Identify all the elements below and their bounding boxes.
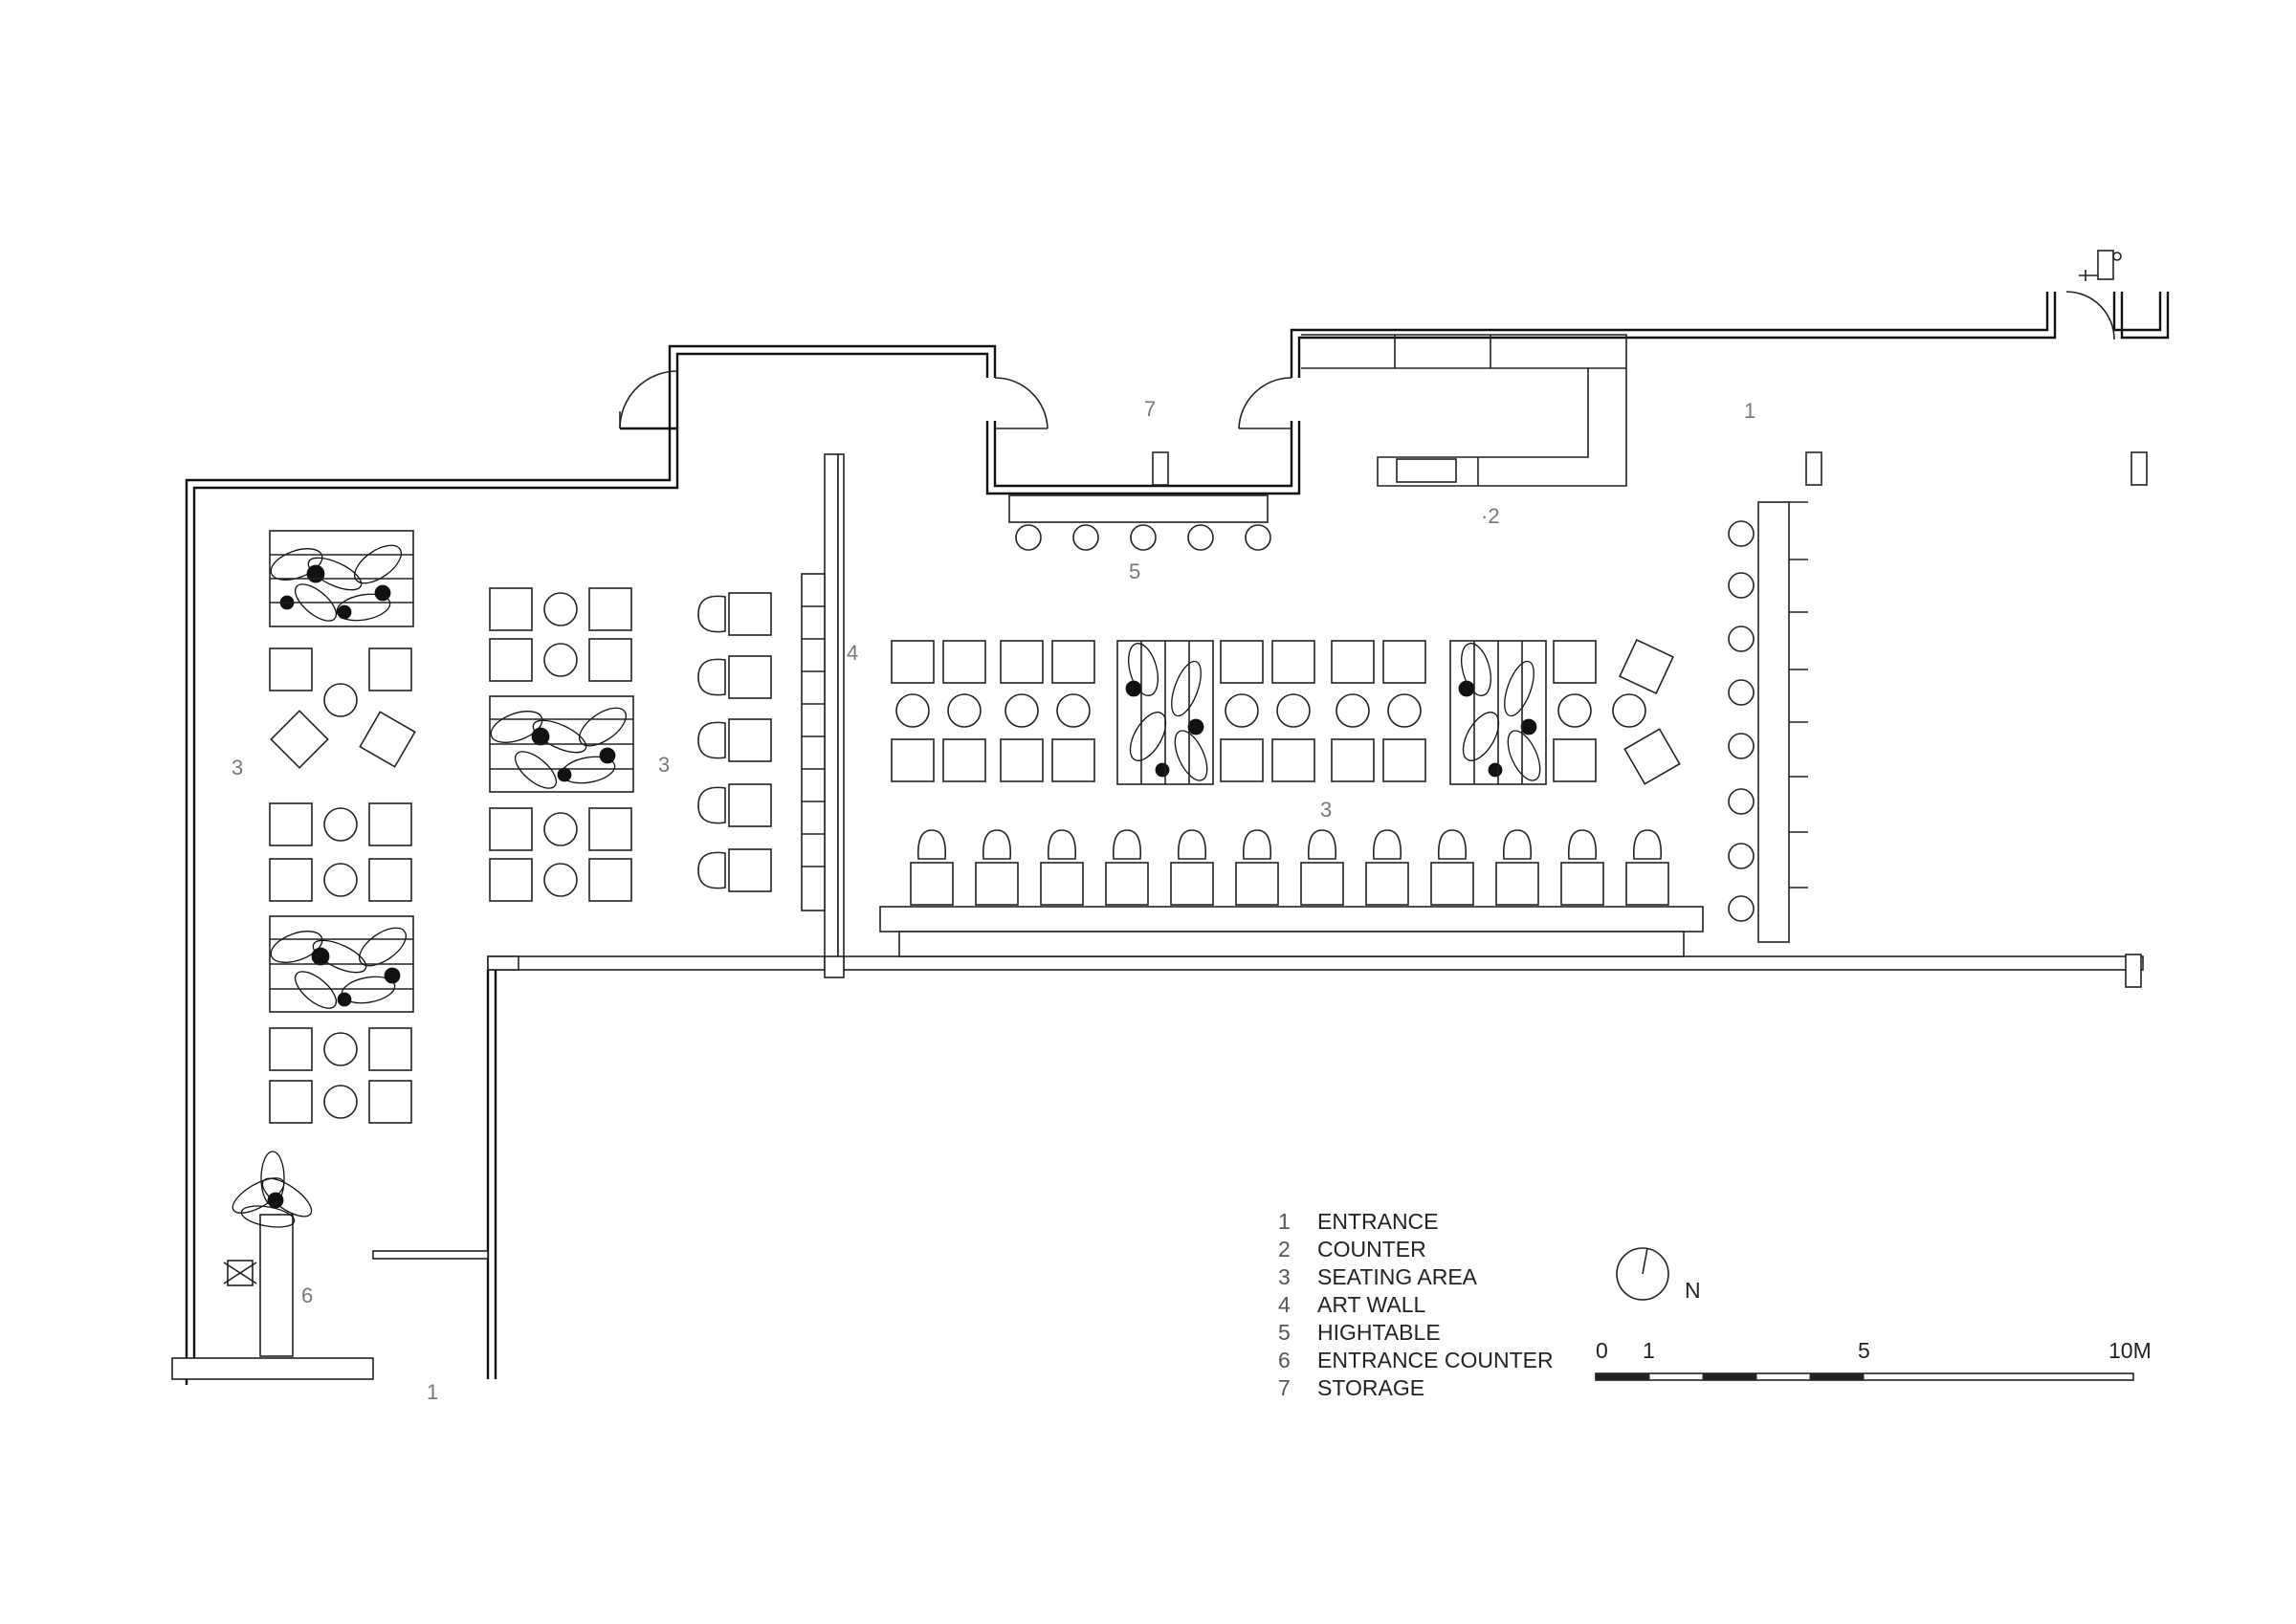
label-entrance-south: 1 [427, 1380, 438, 1404]
legend-num: 7 [1278, 1375, 1291, 1400]
hightable [1008, 494, 1271, 551]
legend-label: SEATING AREA [1317, 1264, 1478, 1289]
label-counter: ·2 [1481, 504, 1500, 528]
north-label: N [1685, 1278, 1701, 1303]
plant-entrance [232, 1151, 313, 1228]
mid-seating [489, 587, 632, 902]
legend-num: 3 [1278, 1264, 1291, 1289]
north-arrow: N [1616, 1247, 1701, 1303]
main-seating [891, 639, 1681, 785]
scale-tick-10m: 10M [2108, 1338, 2152, 1363]
legend-label: ENTRANCE COUNTER [1317, 1348, 1554, 1372]
art-wall-shelf [697, 573, 826, 911]
plan-labels: 1 1 ·2 3 3 3 4 5 6 7 [232, 397, 1755, 1404]
counter [1301, 334, 1627, 487]
label-storage: 7 [1144, 397, 1156, 421]
plant-box-5 [1449, 640, 1547, 785]
legend-label: ART WALL [1317, 1292, 1426, 1317]
bench-chairs [910, 829, 1669, 906]
legend-num: 1 [1278, 1209, 1291, 1234]
north-arrow-icon [1642, 1247, 1648, 1275]
label-seating-west: 3 [232, 756, 243, 779]
scale-tick-0: 0 [1596, 1338, 1608, 1363]
main-seating-tables-top [891, 639, 1674, 694]
label-entrance-east: 1 [1744, 399, 1755, 423]
main-seating-tables-bottom [891, 728, 1681, 785]
plant-box-3 [269, 915, 414, 1013]
legend-label: HIGHTABLE [1317, 1320, 1441, 1345]
legend-label: ENTRANCE [1317, 1209, 1439, 1234]
columns [1152, 451, 2148, 486]
legend-num: 6 [1278, 1348, 1291, 1372]
legend-label: STORAGE [1317, 1375, 1424, 1400]
legend-label: COUNTER [1317, 1237, 1426, 1262]
label-hightable: 5 [1129, 560, 1140, 583]
label-seating-main: 3 [1320, 798, 1332, 822]
legend-num: 5 [1278, 1320, 1291, 1345]
scale-tick-1: 1 [1643, 1338, 1655, 1363]
legend-num: 2 [1278, 1237, 1291, 1262]
main-seating-round-tables [895, 693, 1646, 728]
label-seating-mid: 3 [658, 753, 670, 777]
long-bench [879, 829, 1704, 957]
plant-box-1 [269, 530, 414, 627]
exterior-walls [171, 292, 2170, 1385]
label-entrance-counter: 6 [301, 1284, 313, 1307]
label-art-wall: 4 [847, 641, 858, 665]
east-bar [1728, 501, 1808, 943]
legend-num: 4 [1278, 1292, 1291, 1317]
entrance-counter [223, 1214, 294, 1357]
plant-box-4 [1116, 640, 1214, 785]
scale-bar: 0 1 5 10M [1595, 1338, 2152, 1381]
legend: 1 ENTRANCE 2 COUNTER 3 SEATING AREA 4 AR… [1278, 1209, 1554, 1400]
hightable-stools [1015, 524, 1271, 551]
plant-planters [232, 530, 1547, 1228]
doors [619, 250, 2122, 429]
scale-tick-5: 5 [1858, 1338, 1870, 1363]
plant-box-2 [489, 695, 634, 793]
west-seating [269, 647, 416, 1124]
